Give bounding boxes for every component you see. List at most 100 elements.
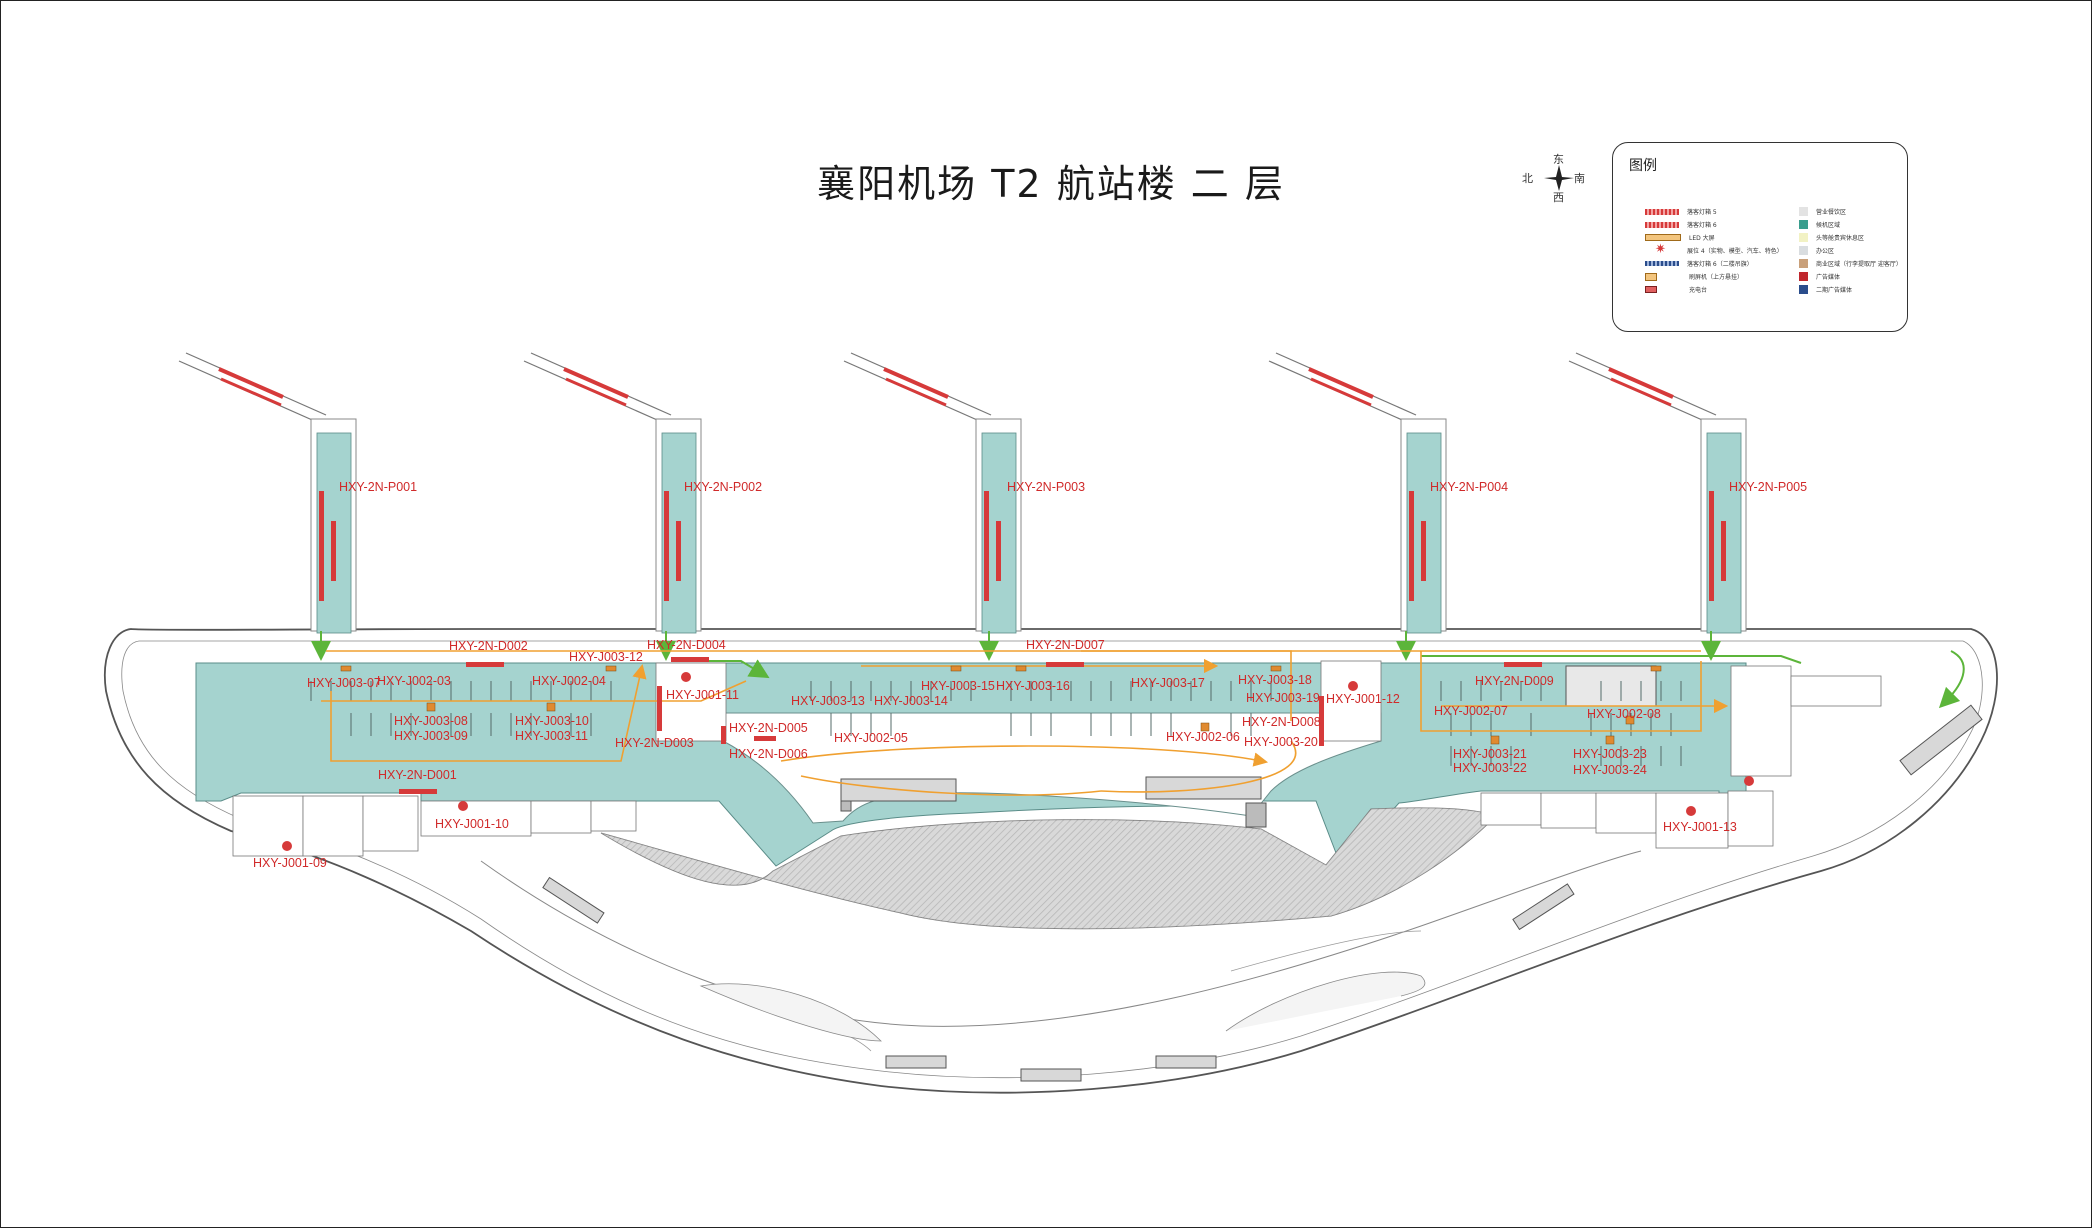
compass-rose: 东 北 南 西	[1520, 151, 1590, 205]
label-j003-11: HXY-J003-11	[515, 729, 588, 743]
label-j003-19: HXY-J003-19	[1246, 691, 1320, 705]
legend-item: 广告媒体	[1799, 270, 1902, 283]
blue-hatch-icon	[1645, 261, 1679, 266]
label-j002-05: HXY-J002-05	[834, 731, 908, 745]
kiosk-icon	[1645, 272, 1657, 281]
legend-item: 办公区	[1799, 244, 1902, 257]
label-j003-07: HXY-J003-07	[307, 676, 381, 690]
label-2n-d004: HXY-2N-D004	[647, 638, 726, 652]
label-j003-24: HXY-J003-24	[1573, 763, 1647, 777]
legend-item: 候机区域	[1799, 218, 1902, 231]
legend-item-label: 落客灯箱 6（二楼吊旗）	[1687, 261, 1753, 268]
legend-colors-column: 营业餐饮区候机区域头等舱贵宾休息区办公区商业区域（行李提取厅 迎客厅） 广告媒体二…	[1799, 205, 1902, 296]
legend-item-label: 充电台	[1689, 287, 1708, 294]
legend-heading: 图例	[1629, 158, 1657, 174]
legend-item-label: 二期广告媒体	[1816, 287, 1853, 294]
landside-planter	[1225, 971, 1426, 1032]
legend-symbols-column: 落客灯箱 5 落客灯箱 6 LED 大屏 ✷ 展位 4（实物、模型、汽车、特色） 落客灯箱…	[1645, 205, 1783, 296]
jet-bridge-2	[523, 352, 702, 634]
passenger-route-lines	[321, 650, 1729, 796]
legend-item: 头等舱贵宾休息区	[1799, 231, 1902, 244]
label-j002-07: HXY-J002-07	[1434, 704, 1508, 718]
legend-item-label: 候机区域	[1816, 222, 1841, 229]
legend-item-label: 商业区域（行李提取厅 迎客厅）	[1816, 261, 1902, 268]
landside-planter	[699, 983, 882, 1042]
legend-item: LED 大屏	[1645, 231, 1783, 244]
label-2n-d001: HXY-2N-D001	[378, 768, 457, 782]
label-j003-14: HXY-J003-14	[874, 694, 948, 708]
boarding-flow-arrows	[311, 631, 1965, 709]
label-j002-03: HXY-J002-03	[377, 674, 451, 688]
label-2n-d006: HXY-2N-D006	[729, 747, 808, 761]
red-star-icon: ✷	[1655, 242, 1666, 257]
jet-bridge-4	[1268, 352, 1447, 634]
jet-bridges	[178, 352, 1747, 634]
label-j003-22: HXY-J003-22	[1453, 761, 1527, 775]
landside-curb	[480, 850, 1642, 1027]
jet-bridge-5	[1568, 352, 1747, 634]
label-j003-13: HXY-J003-13	[791, 694, 865, 708]
legend-item: ✷ 展位 4（实物、模型、汽车、特色）	[1645, 242, 1783, 257]
label-2n-d007: HXY-2N-D007	[1026, 638, 1105, 652]
kiosk-markers	[340, 665, 1662, 745]
legend-item-label: 落客灯箱 6	[1687, 222, 1717, 229]
label-j003-21: HXY-J003-21	[1453, 747, 1527, 761]
label-j003-20: HXY-J003-20	[1244, 735, 1318, 749]
gate-label-p002: HXY-2N-P002	[684, 480, 762, 494]
legend-item: 二期广告媒体	[1799, 283, 1902, 296]
label-j003-15: HXY-J003-15	[921, 679, 995, 693]
label-j001-13: HXY-J001-13	[1663, 820, 1737, 834]
escalators	[542, 665, 1983, 1082]
label-j003-12: HXY-J003-12	[569, 650, 643, 664]
counter-icon	[1645, 286, 1657, 293]
label-j003-08: HXY-J003-08	[394, 714, 468, 728]
legend-item: 商业区域（行李提取厅 迎客厅）	[1799, 257, 1902, 270]
label-2n-d008: HXY-2N-D008	[1242, 715, 1321, 729]
label-j001-09: HXY-J001-09	[253, 856, 327, 870]
label-j002-04: HXY-J002-04	[532, 674, 606, 688]
label-j003-10: HXY-J003-10	[515, 714, 589, 728]
gate-label-p001: HXY-2N-P001	[339, 480, 417, 494]
label-j001-11: HXY-J001-11	[666, 688, 739, 702]
legend-swatch	[1799, 246, 1808, 255]
label-j003-17: HXY-J003-17	[1131, 676, 1205, 690]
gate-label-p003: HXY-2N-P003	[1007, 480, 1085, 494]
jet-bridge-1	[178, 352, 357, 634]
map-labels: HXY-2N-P001 HXY-2N-P002 HXY-2N-P003 HXY-…	[253, 480, 1807, 870]
legend-item-label: 展位 4（实物、模型、汽车、特色）	[1687, 248, 1783, 255]
legend-item-label: 广告媒体	[1816, 274, 1841, 281]
legend-item: 营业餐饮区	[1799, 205, 1902, 218]
compass-south: 南	[1574, 172, 1585, 185]
legend-swatch	[1799, 233, 1808, 242]
label-j001-10: HXY-J001-10	[435, 817, 509, 831]
legend-item-label: 办公区	[1816, 248, 1835, 255]
rooms	[232, 660, 1882, 857]
label-2n-d003: HXY-2N-D003	[615, 736, 694, 750]
label-j002-08: HXY-J002-08	[1587, 707, 1661, 721]
red-hatch-icon	[1645, 208, 1679, 215]
red-hatch-icon	[1645, 221, 1679, 228]
compass-star-icon	[1544, 165, 1574, 191]
label-2n-d005: HXY-2N-D005	[729, 721, 808, 735]
label-2n-d002: HXY-2N-D002	[449, 639, 528, 653]
legend-item: 刷屏机（上方悬挂）	[1645, 270, 1783, 283]
orange-bar-icon	[1645, 234, 1681, 241]
legend-item: 落客灯箱 5	[1645, 205, 1783, 218]
legend-item: 落客灯箱 6（二楼吊旗）	[1645, 257, 1783, 270]
apron-hatch	[601, 807, 1496, 929]
legend-item-label: 刷屏机（上方悬挂）	[1689, 274, 1744, 281]
label-j003-18: HXY-J003-18	[1238, 673, 1312, 687]
label-2n-d009: HXY-2N-D009	[1475, 674, 1554, 688]
legend-item-label: LED 大屏	[1689, 235, 1715, 242]
label-j003-09: HXY-J003-09	[394, 729, 468, 743]
legend-item-label: 落客灯箱 5	[1687, 209, 1717, 216]
legend-swatch	[1799, 259, 1808, 268]
compass-west: 西	[1553, 191, 1564, 204]
legend-swatch	[1799, 285, 1808, 294]
legend-item: 落客灯箱 6	[1645, 218, 1783, 231]
compass-east: 东	[1553, 153, 1564, 166]
map-title: 襄阳机场 T2 航站楼 二 层	[817, 162, 1285, 206]
